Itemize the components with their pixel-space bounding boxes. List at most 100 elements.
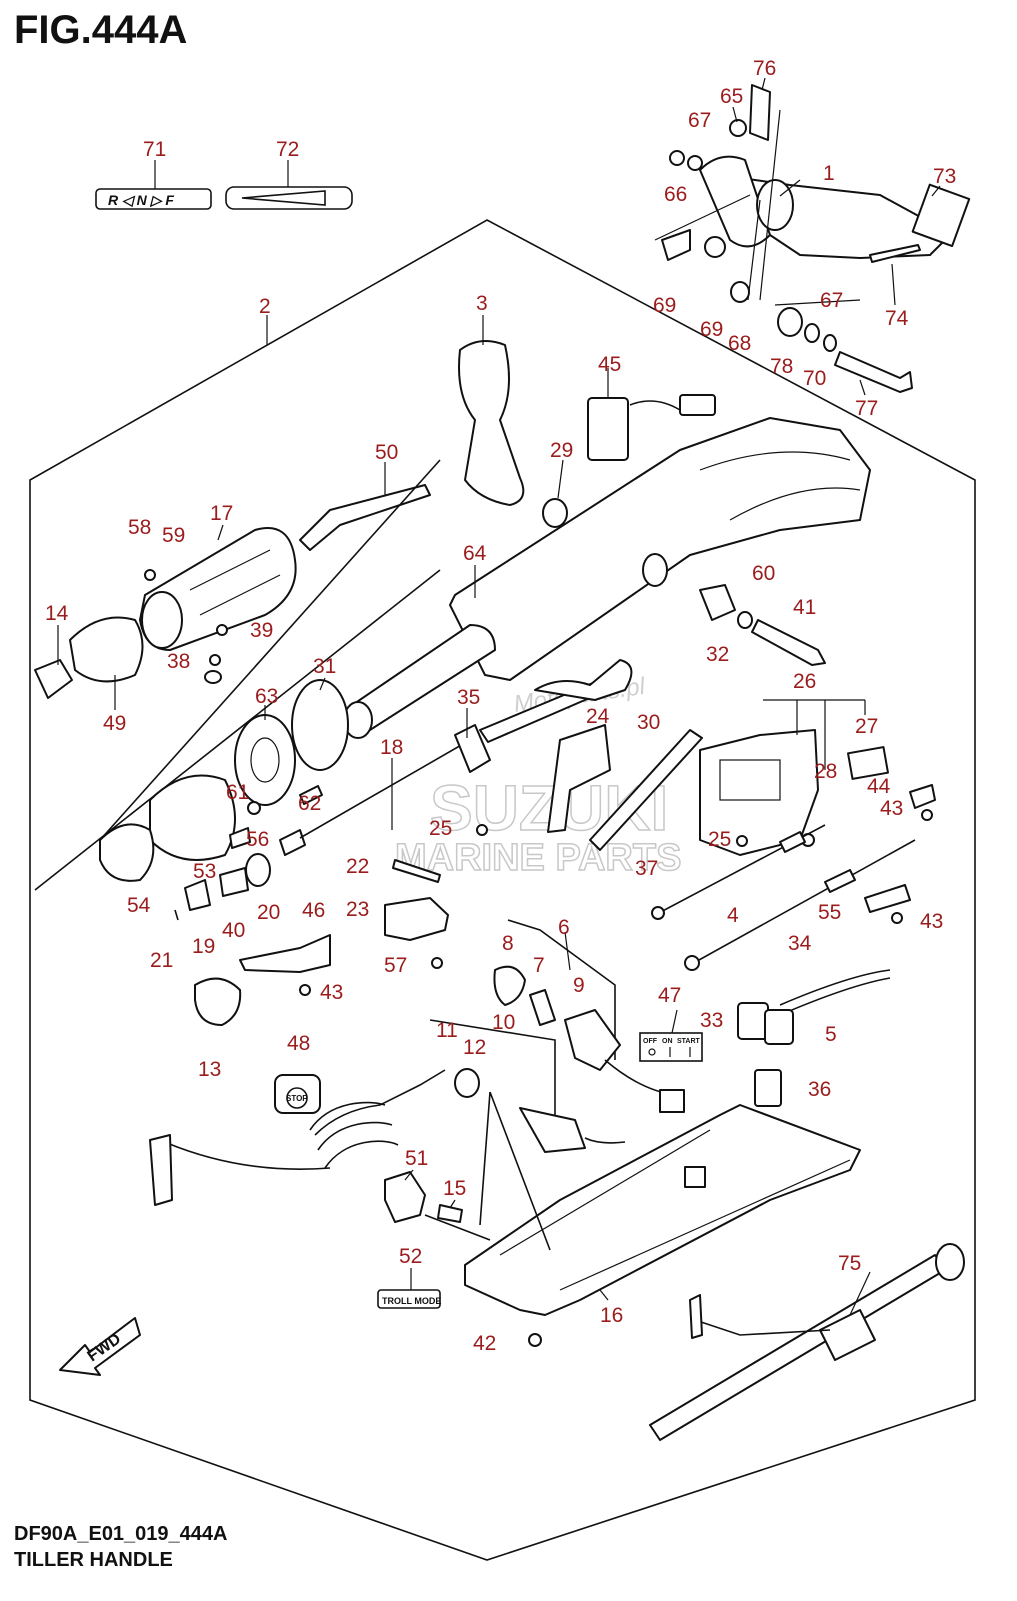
callout-c4: 4 <box>727 904 739 927</box>
callout-c45: 45 <box>598 353 621 376</box>
rod-18 <box>279 829 306 856</box>
callout-c11: 11 <box>436 1019 458 1042</box>
callout-c16: 16 <box>600 1304 623 1327</box>
callout-c12: 12 <box>463 1036 486 1059</box>
callout-c55: 55 <box>818 901 841 924</box>
callout-c1: 1 <box>823 162 835 185</box>
callout-c19: 19 <box>192 935 215 958</box>
bolt-43b <box>891 912 903 924</box>
bolt-41 <box>751 619 826 666</box>
callout-c43c: 43 <box>320 981 343 1004</box>
callout-c47: 47 <box>658 984 681 1007</box>
screw-42 <box>528 1333 542 1347</box>
callout-c68: 68 <box>728 332 751 355</box>
spring-40 <box>219 867 249 897</box>
collar-20 <box>245 853 271 887</box>
bracket-44 <box>909 784 936 809</box>
callout-c36: 36 <box>808 1078 831 1101</box>
clip-29 <box>542 498 568 528</box>
tiller-extension-75 <box>649 1243 965 1441</box>
callout-c76: 76 <box>753 57 776 80</box>
stop-button-48: STOP <box>274 1074 321 1114</box>
plate-73 <box>911 183 971 248</box>
callout-c56: 56 <box>246 828 269 851</box>
bracket-bore <box>756 179 794 231</box>
callout-c9: 9 <box>573 974 585 997</box>
bolt-74 <box>869 244 921 263</box>
decal-47-on: ON <box>662 1038 673 1045</box>
callout-c77: 77 <box>855 397 878 420</box>
spring-61 <box>229 827 251 849</box>
switch-10 <box>519 1107 586 1153</box>
callout-c48: 48 <box>287 1032 310 1055</box>
callout-c65: 65 <box>720 85 743 108</box>
cap-54 <box>99 823 155 882</box>
pin-21 <box>174 909 179 921</box>
collar-78 <box>777 307 803 337</box>
connector-5a <box>737 1002 769 1040</box>
callout-c50: 50 <box>375 441 398 464</box>
fwd-arrow: FWD <box>59 1317 141 1376</box>
callout-c28: 28 <box>814 760 837 783</box>
callout-c40: 40 <box>222 919 245 942</box>
decal-47: OFF ON START <box>639 1032 703 1062</box>
callout-c61: 61 <box>226 781 249 804</box>
connector-9 <box>659 1089 685 1113</box>
connector-45 <box>679 394 716 416</box>
callout-c63: 63 <box>255 685 278 708</box>
decal-71-text: R ◁ N ▷ F <box>108 192 174 208</box>
callout-c7: 7 <box>533 954 545 977</box>
callout-c69b: 69 <box>700 318 723 341</box>
callout-c13: 13 <box>198 1058 221 1081</box>
cap-49 <box>69 616 144 683</box>
switch-51 <box>384 1171 426 1223</box>
callout-c71: 71 <box>143 138 166 161</box>
grommet <box>642 553 668 587</box>
plate-27 <box>847 746 889 780</box>
bracket-55 <box>864 884 911 913</box>
screw-38 <box>209 654 221 666</box>
callout-c60: 60 <box>752 562 775 585</box>
bolt-43a <box>921 809 933 821</box>
box-26 <box>699 729 819 856</box>
pin-62 <box>299 785 323 805</box>
callout-c35: 35 <box>457 686 480 709</box>
callout-c29: 29 <box>550 439 573 462</box>
callout-c66: 66 <box>664 183 687 206</box>
callout-c57: 57 <box>384 954 407 977</box>
decal-71 <box>95 188 212 210</box>
callout-c24: 24 <box>586 705 610 728</box>
grip-17-end <box>141 591 183 649</box>
screw-57 <box>431 957 443 969</box>
stop-label: STOP <box>286 1094 308 1103</box>
washer-68 <box>730 281 750 303</box>
figure-code: DF90A_E01_019_444A <box>14 1523 228 1545</box>
decal-47-start: START <box>677 1038 701 1045</box>
callout-c54: 54 <box>127 894 151 917</box>
callout-c22: 22 <box>346 855 369 878</box>
callout-c27: 27 <box>855 715 878 738</box>
callout-c25b: 25 <box>708 828 731 851</box>
bolt-43c <box>299 984 311 996</box>
bracket-35 <box>454 724 491 773</box>
nut-66 <box>669 150 685 166</box>
screw-58 <box>144 569 156 581</box>
clip-50 <box>299 484 431 551</box>
gear-31 <box>291 679 349 771</box>
callout-c33: 33 <box>700 1009 723 1032</box>
callout-c8: 8 <box>502 932 514 955</box>
callout-c67b: 67 <box>820 289 843 312</box>
key-7 <box>529 989 556 1026</box>
callout-c14: 14 <box>45 602 69 625</box>
bush-32 <box>699 584 736 621</box>
callout-c58: 58 <box>128 516 151 539</box>
callout-c67a: 67 <box>688 109 711 132</box>
clip-33 <box>684 955 700 971</box>
leader-lines <box>57 77 941 1316</box>
callout-c5: 5 <box>825 1023 837 1046</box>
button-13 <box>194 977 242 1026</box>
decal-group: R ◁ N ▷ F <box>95 186 353 210</box>
callout-c42: 42 <box>473 1332 496 1355</box>
clip-16 <box>684 1166 706 1188</box>
ball-56 <box>247 801 261 815</box>
